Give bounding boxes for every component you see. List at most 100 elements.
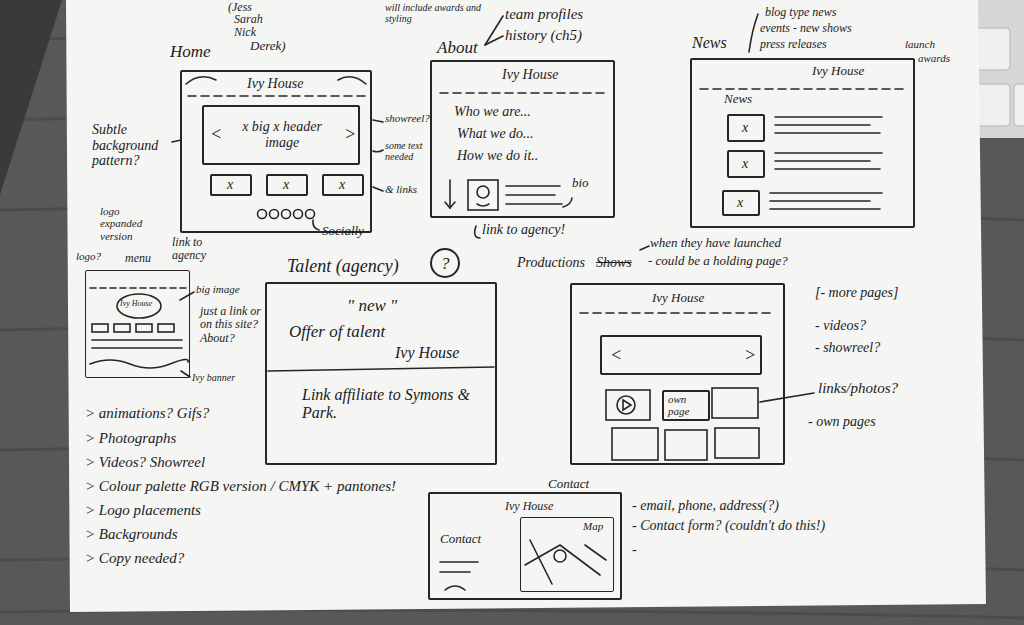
node-text: x bbox=[742, 120, 748, 136]
annotation: > animations? Gifs? bbox=[85, 405, 209, 422]
map-box: Map bbox=[520, 517, 614, 592]
page-wireframe: ContactIvy HouseContactMap bbox=[428, 492, 622, 600]
annotation: menu bbox=[125, 252, 151, 265]
image-placeholder: x bbox=[322, 174, 364, 196]
node-text: < bbox=[610, 345, 622, 365]
annotation: link to agency bbox=[172, 236, 232, 263]
annotation: - own pages bbox=[808, 414, 876, 430]
node-text: < bbox=[210, 124, 222, 144]
page-wireframe: NewsIvy HouseNewsxxx bbox=[690, 58, 915, 228]
annotation: Derek) bbox=[250, 39, 286, 54]
annotation: just a link or on this site? About? bbox=[200, 305, 262, 345]
annotation: history (ch5) bbox=[505, 27, 582, 44]
image-placeholder: x bbox=[210, 174, 252, 196]
annotation: some text needed bbox=[385, 140, 427, 162]
node-text: Ivy House bbox=[247, 76, 303, 92]
annotation: link to agency! bbox=[482, 222, 565, 238]
annotation: showreel? bbox=[385, 112, 430, 124]
own-page-box: own page bbox=[662, 390, 710, 421]
node-text: " new " bbox=[347, 296, 397, 315]
node-text: > bbox=[744, 345, 756, 365]
page-wireframe: Talent (agency)" new "Offer of talentIvy… bbox=[265, 282, 497, 465]
node-text: How we do it.. bbox=[457, 148, 538, 164]
annotation: Socially bbox=[322, 224, 364, 239]
node-text: Talent (agency) bbox=[287, 256, 399, 276]
image-placeholder: x bbox=[722, 190, 760, 216]
annotation: - bbox=[632, 542, 637, 558]
node-text: own page bbox=[668, 393, 706, 418]
annotation: > Colour palette RGB version / CMYK + pa… bbox=[85, 478, 396, 495]
image-placeholder: x bbox=[727, 150, 765, 178]
page-wireframe: AboutIvy HouseWho we are...What we do...… bbox=[430, 60, 615, 218]
annotation: > Copy needed? bbox=[85, 550, 184, 567]
annotation: > Logo placements bbox=[85, 502, 201, 519]
annotation: Nick bbox=[234, 26, 256, 39]
node-text: x bbox=[737, 195, 743, 211]
annotation: - could be a holding page? bbox=[648, 254, 788, 269]
node-text: > bbox=[344, 124, 356, 144]
annotation: - Contact form? (couldn't do this!) bbox=[632, 518, 825, 534]
annotation: Subtle background pattern? bbox=[92, 122, 172, 169]
mobile-wireframe: Ivy House bbox=[85, 270, 190, 378]
node-text: Link affiliate to Symons & Park. bbox=[302, 386, 472, 422]
node-text: x big x header image bbox=[226, 119, 338, 150]
question-circle: ? bbox=[430, 248, 460, 278]
node-text: Offer of talent bbox=[289, 322, 385, 341]
header-image-box: <x big x header image > bbox=[202, 105, 360, 165]
node-text: Home bbox=[170, 42, 211, 61]
sketch-lines bbox=[90, 14, 905, 590]
node-text: Contact bbox=[440, 532, 481, 547]
annotation: press releases bbox=[760, 38, 827, 51]
annotation: when they have launched bbox=[650, 236, 781, 251]
annotation: links/photos? bbox=[818, 380, 898, 397]
annotation: [- more pages] bbox=[815, 285, 898, 301]
node-text: Ivy House bbox=[502, 67, 558, 83]
node-text: Contact bbox=[548, 477, 589, 492]
node-text: Map bbox=[583, 520, 603, 532]
annotation: - showreel? bbox=[815, 340, 880, 356]
node-text: About bbox=[437, 38, 478, 57]
annotation: logo expanded version bbox=[100, 205, 160, 242]
node-text: Ivy House bbox=[395, 344, 459, 362]
node-text: x bbox=[227, 177, 233, 193]
node-text: Productions bbox=[517, 255, 585, 271]
node-text: bio bbox=[572, 176, 589, 191]
node-text: Ivy House bbox=[812, 64, 864, 79]
slider-box: <> bbox=[600, 335, 762, 375]
annotation: - email, phone, address(?) bbox=[632, 498, 779, 514]
node-text: x bbox=[339, 177, 345, 193]
node-text: x bbox=[742, 156, 748, 172]
annotation: awards bbox=[918, 52, 950, 64]
node-text: Who we are... bbox=[454, 104, 531, 120]
annotation: > Videos? Showreel bbox=[85, 454, 205, 471]
node-text: News bbox=[724, 92, 752, 107]
annotation: > Backgrounds bbox=[85, 526, 177, 543]
annotation: Ivy banner bbox=[192, 372, 235, 383]
annotation: will include awards and styling bbox=[385, 2, 490, 24]
annotation: logo? bbox=[76, 250, 101, 262]
node-text: ? bbox=[441, 254, 450, 273]
image-placeholder: x bbox=[266, 174, 308, 196]
annotation: > Photographs bbox=[85, 430, 176, 447]
node-text: News bbox=[692, 34, 727, 52]
node-text: What we do... bbox=[457, 126, 534, 142]
annotation: Sarah bbox=[234, 13, 263, 26]
annotation: - videos? bbox=[815, 318, 866, 334]
annotation: launch bbox=[905, 38, 935, 50]
node-text: x bbox=[283, 177, 289, 193]
paper-sheet bbox=[66, 0, 986, 612]
annotation: events - new shows bbox=[760, 22, 852, 35]
annotation: big image bbox=[196, 283, 240, 295]
annotation: team profiles bbox=[505, 6, 583, 23]
page-wireframe: HomeIvy House<x big x header image>xxx bbox=[180, 70, 372, 233]
node-text: Ivy House bbox=[505, 500, 553, 513]
image-placeholder: x bbox=[727, 114, 765, 142]
keyboard-key bbox=[1014, 84, 1024, 126]
annotation: & links bbox=[385, 183, 417, 195]
page-wireframe: ProductionsShowsIvy House<>own page bbox=[570, 283, 785, 465]
annotation: blog type news bbox=[765, 6, 836, 19]
node-text: Shows bbox=[596, 255, 632, 271]
node-text: Ivy House bbox=[120, 300, 152, 309]
node-text: Ivy House bbox=[652, 291, 704, 306]
